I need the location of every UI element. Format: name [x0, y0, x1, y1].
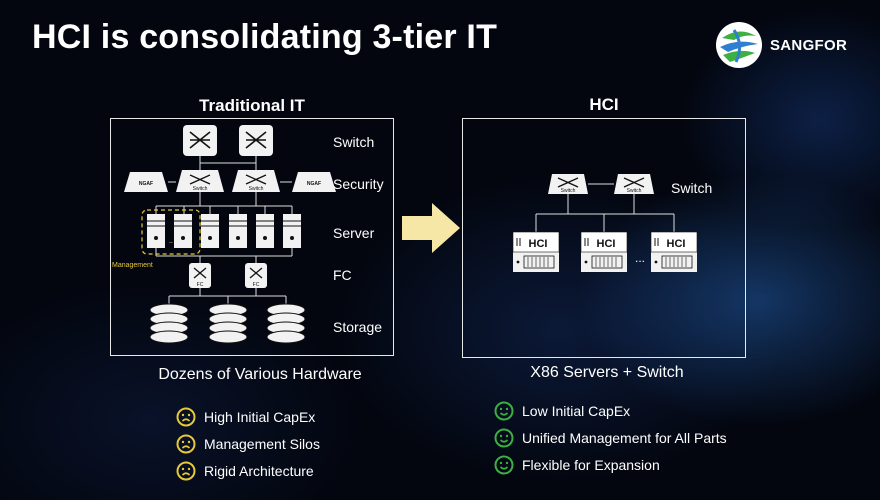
- hci-node-icon: HCI: [580, 231, 628, 272]
- point-text: Rigid Architecture: [204, 462, 314, 479]
- point-text: Management Silos: [204, 435, 320, 452]
- switch-device-label: Switch: [193, 186, 208, 192]
- server-rack-icons: [147, 214, 301, 248]
- svg-text:..: ..: [169, 238, 173, 245]
- smile-face-icon: [494, 401, 514, 420]
- hci-node-icon: HCI: [650, 231, 698, 272]
- switch-device-label: Switch: [561, 188, 576, 194]
- core-switch-icon: [239, 125, 273, 156]
- transition-arrow-icon: [402, 203, 460, 253]
- traditional-it-points: High Initial CapEx Management Silos Rigi…: [176, 403, 320, 484]
- ngaf-firewall-icon: NGAF: [124, 172, 168, 192]
- smile-face-icon: [494, 428, 514, 447]
- server-label: Server: [333, 225, 375, 241]
- sangfor-logo-icon: [716, 22, 762, 68]
- access-switch-icon: Switch: [232, 170, 280, 192]
- fc-device-label: FC: [253, 282, 260, 288]
- storage-array-icon: [149, 303, 189, 344]
- access-switch-icon: Switch: [176, 170, 224, 192]
- management-group-outline: [141, 209, 201, 255]
- list-item: Low Initial CapEx: [494, 397, 727, 424]
- hci-caption: X86 Servers + Switch: [530, 364, 684, 381]
- ngaf-label: NGAF: [307, 181, 321, 187]
- hci-switch-icon: Switch: [548, 174, 588, 194]
- switch-device-label: Switch: [627, 188, 642, 194]
- hci-points: Low Initial CapEx Unified Management for…: [494, 397, 727, 478]
- page-title: HCI is consolidating 3-tier IT: [32, 18, 498, 56]
- switch-label: Switch: [333, 134, 375, 150]
- list-item: Unified Management for All Parts: [494, 424, 727, 451]
- hci-node-label: HCI: [667, 238, 686, 250]
- traditional-it-title: Traditional IT: [199, 96, 305, 115]
- storage-label: Storage: [333, 319, 383, 335]
- core-switch-icon: [183, 125, 217, 156]
- smile-face-icon: [494, 455, 514, 474]
- sangfor-logo: SANGFOR: [714, 20, 847, 70]
- list-item: Rigid Architecture: [176, 457, 320, 484]
- traditional-it-caption: Dozens of Various Hardware: [158, 366, 362, 383]
- point-text: Low Initial CapEx: [522, 402, 631, 419]
- point-text: High Initial CapEx: [204, 408, 316, 425]
- hci-node-icon: HCI: [512, 231, 560, 272]
- hci-panel: [462, 118, 746, 358]
- fc-switch-icon: FC: [245, 263, 267, 288]
- hci-node-label: HCI: [529, 238, 548, 250]
- fc-switch-icon: FC: [189, 263, 211, 288]
- ngaf-firewall-icon: NGAF: [292, 172, 336, 192]
- point-text: Flexible for Expansion: [522, 456, 660, 473]
- frown-face-icon: [176, 461, 196, 480]
- switch-device-label: Switch: [249, 186, 264, 192]
- ngaf-label: NGAF: [139, 181, 153, 187]
- frown-face-icon: [176, 434, 196, 453]
- fc-device-label: FC: [197, 282, 204, 288]
- list-item: High Initial CapEx: [176, 403, 320, 430]
- hci-title: HCI: [589, 95, 619, 114]
- security-label: Security: [333, 176, 384, 192]
- hci-switch-label: Switch: [671, 180, 713, 196]
- traditional-it-diagram: NGAF Switch Switch NGAF .. Management FC: [112, 125, 336, 344]
- fc-label: FC: [333, 267, 352, 283]
- storage-array-icon: [208, 303, 248, 344]
- hci-node-label: HCI: [597, 238, 616, 250]
- list-item: Flexible for Expansion: [494, 451, 727, 478]
- hci-switch-icon: Switch: [614, 174, 654, 194]
- brand-name: SANGFOR: [770, 36, 848, 54]
- list-item: Management Silos: [176, 430, 320, 457]
- hci-diagram: Switch Switch HCI HCI ... HCI: [512, 174, 698, 272]
- point-text: Unified Management for All Parts: [522, 429, 727, 446]
- frown-face-icon: [176, 407, 196, 426]
- storage-array-icon: [266, 303, 306, 344]
- management-label: Management: [112, 262, 153, 269]
- traditional-it-panel: [110, 118, 394, 356]
- hci-ellipsis: ...: [635, 251, 645, 265]
